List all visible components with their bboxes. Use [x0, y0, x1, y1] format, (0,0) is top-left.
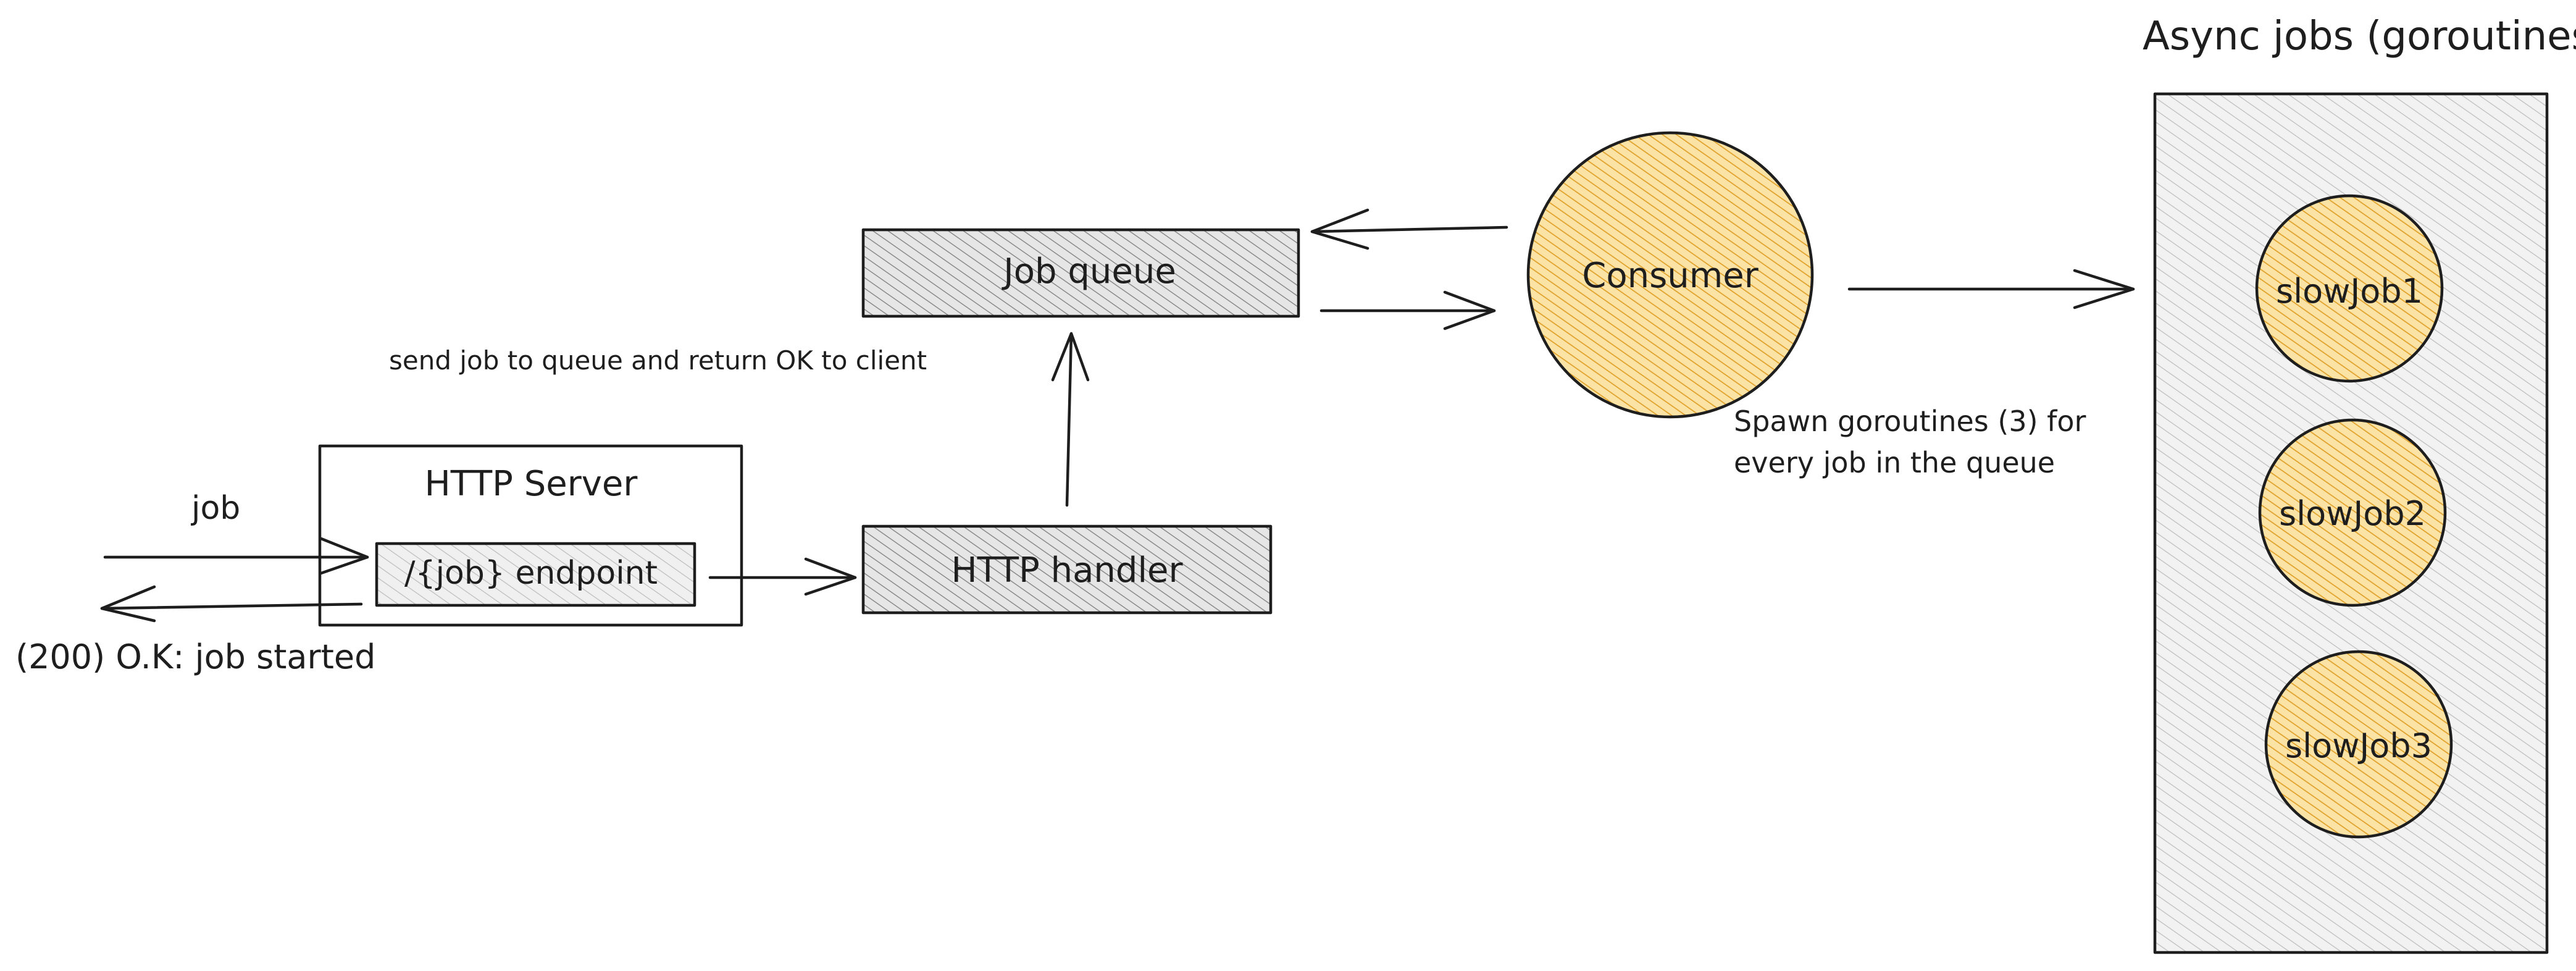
consumer-label: Consumer [1582, 256, 1759, 296]
spawn-goroutines-label-2: every job in the queue [1734, 446, 2055, 479]
job-request-label: job [191, 490, 240, 527]
slow-job-3-node: slowJob3 [2264, 650, 2453, 839]
slow-job-3-label: slowJob3 [2285, 726, 2432, 765]
send-to-queue-label: send job to queue and return OK to clien… [389, 345, 927, 376]
queue-to-consumer-arrow [1319, 290, 1496, 330]
handler-to-queue-arrow [1051, 332, 1090, 507]
job-response-label: (200) O.K: job started [15, 637, 375, 676]
job-endpoint-box: /{job} endpoint [375, 542, 696, 607]
http-server-label: HTTP Server [425, 464, 638, 504]
http-server-box: HTTP Server [318, 444, 743, 627]
consumer-to-queue-arrow [1310, 208, 1508, 250]
slow-job-2-node: slowJob2 [2258, 418, 2447, 607]
slow-job-1-node: slowJob1 [2255, 194, 2444, 383]
slow-job-2-label: slowJob2 [2279, 494, 2426, 533]
http-handler-box: HTTP handler [861, 524, 1273, 615]
http-handler-label: HTTP handler [951, 550, 1184, 591]
slow-job-1-label: slowJob1 [2276, 272, 2423, 311]
spawn-goroutines-label-1: Spawn goroutines (3) for [1734, 405, 2086, 438]
consumer-to-async-arrow [1847, 269, 2135, 309]
job-endpoint-label: /{job} endpoint [404, 555, 658, 592]
endpoint-to-handler-arrow [708, 557, 857, 596]
async-jobs-title: Async jobs (goroutines) [2143, 14, 2576, 59]
job-queue-box: Job queue [861, 228, 1300, 318]
response-arrow [100, 585, 363, 623]
consumer-node: Consumer [1526, 131, 1814, 419]
request-arrow [103, 537, 369, 575]
job-queue-label: Job queue [1002, 251, 1176, 292]
